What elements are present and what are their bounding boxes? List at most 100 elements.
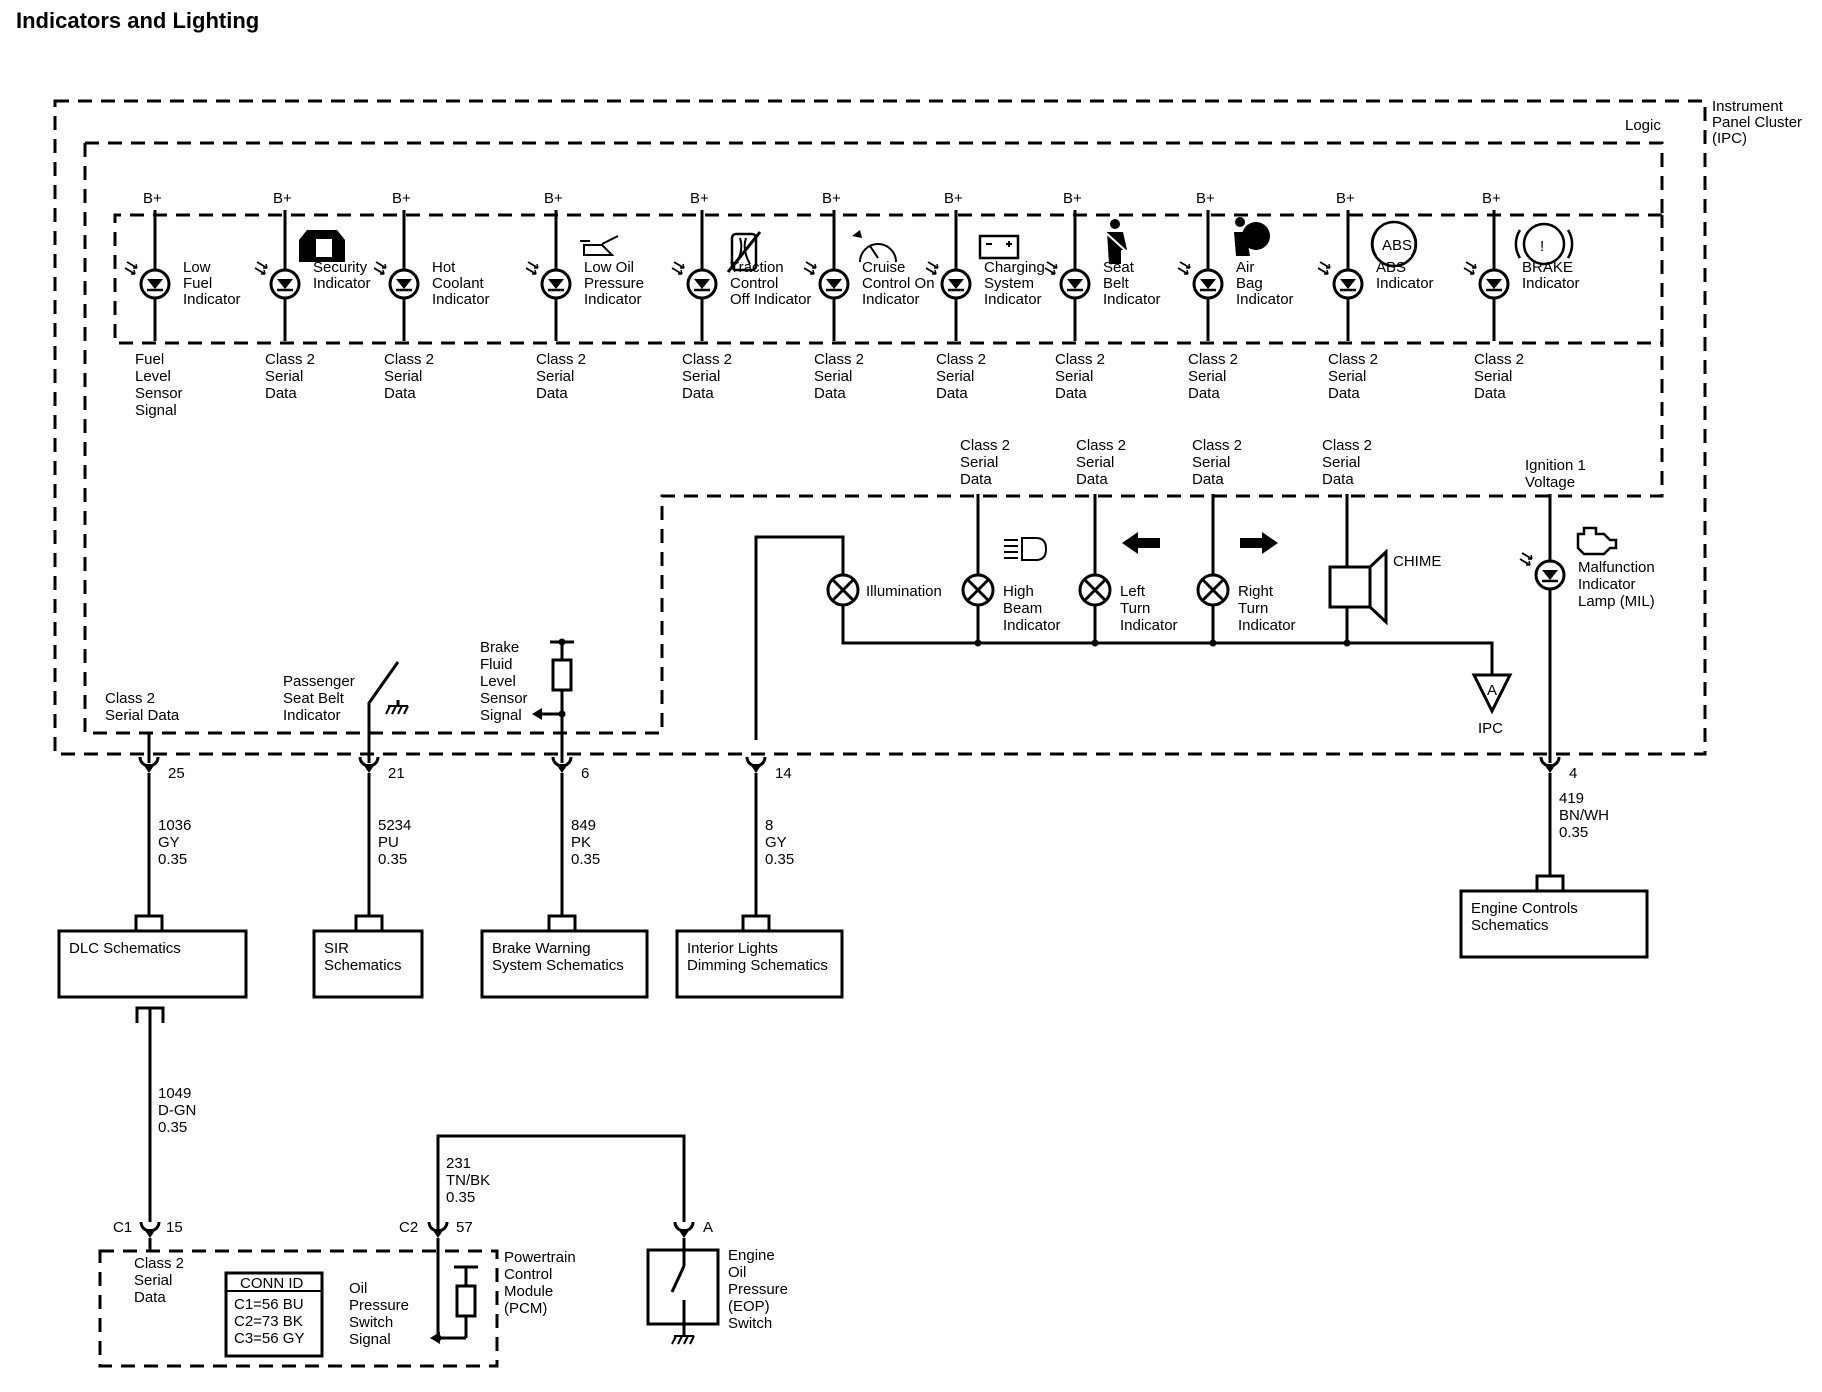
indicator-signal-label: Data <box>682 385 714 402</box>
svg-text:Class 2: Class 2 <box>1192 437 1242 454</box>
illumination-label: Illumination <box>866 583 942 600</box>
indicator-signal-label: Data <box>814 385 846 402</box>
indicator-led <box>1176 260 1224 300</box>
svg-text:231: 231 <box>446 1155 471 1172</box>
svg-text:Class 2: Class 2 <box>960 437 1010 454</box>
mil-label: Malfunction Indicator Lamp (MIL) <box>1578 559 1655 610</box>
indicator-signal-label: Class 2 <box>384 351 434 368</box>
top-indicators: B+LowFuelIndicatorFuelLevelSensorSignalB… <box>123 190 1580 419</box>
high-beam-lamp <box>961 573 995 607</box>
indicator-label: Indicator <box>584 291 642 308</box>
bplus-label: B+ <box>1482 190 1501 207</box>
conn-id-table: CONN ID C1=56 BU C2=73 BK C3=56 GY <box>224 1271 324 1358</box>
battery-icon <box>978 234 1020 260</box>
bplus-label: B+ <box>273 190 292 207</box>
passenger-belt-label: Passenger Seat Belt Indicator <box>283 673 355 724</box>
svg-text:Panel Cluster: Panel Cluster <box>1712 114 1802 131</box>
indicator-label: Belt <box>1103 275 1130 292</box>
destination-box <box>1459 889 1649 959</box>
svg-text:Indicator: Indicator <box>283 707 341 724</box>
indicator-signal-label: Class 2 <box>1474 351 1524 368</box>
svg-text:C2=73 BK: C2=73 BK <box>234 1313 303 1330</box>
wire-label: 849 <box>571 817 596 834</box>
svg-text:Switch: Switch <box>728 1315 772 1332</box>
indicator-signal-label: Serial <box>1474 368 1512 385</box>
passenger-belt-switch <box>367 661 409 763</box>
destination-label: Dimming Schematics <box>687 957 828 974</box>
oil-can-icon <box>580 235 619 256</box>
svg-text:Instrument: Instrument <box>1712 98 1784 115</box>
svg-text:Signal: Signal <box>480 707 522 724</box>
pcm-class2-label: Class 2 Serial Data <box>134 1255 184 1306</box>
logic-boundary <box>83 141 1664 735</box>
ignition-voltage-label: Ignition 1 Voltage <box>1525 457 1586 491</box>
svg-text:CONN ID: CONN ID <box>240 1275 304 1292</box>
indicator-label: Indicator <box>432 291 490 308</box>
svg-text:A: A <box>703 1219 713 1236</box>
svg-text:A: A <box>1487 682 1497 699</box>
indicator-signal-label: Serial <box>1055 368 1093 385</box>
indicator-signal-label: Data <box>536 385 568 402</box>
bplus-label: B+ <box>1336 190 1355 207</box>
svg-text:C1: C1 <box>113 1219 132 1236</box>
chime-speaker-icon <box>1328 548 1388 626</box>
indicator-signal-label: Data <box>1055 385 1087 402</box>
high-beam-icon <box>1004 537 1048 561</box>
destination-label: Interior Lights <box>687 940 778 957</box>
indicator-label: Air <box>1236 259 1254 276</box>
svg-text:Serial: Serial <box>1192 454 1230 471</box>
destination-box <box>312 929 424 999</box>
indicator-signal-label: Signal <box>135 402 177 419</box>
destination-label: DLC Schematics <box>69 940 181 957</box>
left-turn-lamp <box>1078 573 1112 607</box>
eop-label: Engine Oil Pressure (EOP) Switch <box>728 1247 788 1332</box>
indicator-signal-label: Serial <box>682 368 720 385</box>
svg-text:D-GN: D-GN <box>158 1102 196 1119</box>
indicator-label: Indicator <box>1103 291 1161 308</box>
svg-text:Powertrain: Powertrain <box>504 1249 576 1266</box>
oil-signal-label: Oil Pressure Switch Signal <box>349 1280 409 1348</box>
abs-icon-text: ABS <box>1382 237 1412 254</box>
indicator-label: Indicator <box>183 291 241 308</box>
destination-box <box>480 929 649 999</box>
lamp-signal-label: Class 2 Serial Data <box>1322 437 1372 488</box>
indicator-signal-label: Serial <box>814 368 852 385</box>
svg-text:Passenger: Passenger <box>283 673 355 690</box>
svg-text:Data: Data <box>1192 471 1224 488</box>
indicator-led <box>1316 260 1364 300</box>
destination-label: Schematics <box>1471 917 1549 934</box>
svg-text:0.35: 0.35 <box>158 1119 187 1136</box>
svg-text:Malfunction: Malfunction <box>1578 559 1655 576</box>
brake-fluid-label: Brake Fluid Level Sensor Signal <box>480 639 528 724</box>
svg-text:Signal: Signal <box>349 1331 391 1348</box>
indicator-led <box>670 260 718 300</box>
svg-text:Brake: Brake <box>480 639 519 656</box>
wire-label: PU <box>378 834 399 851</box>
wire-label: BN/WH <box>1559 807 1609 824</box>
svg-text:Data: Data <box>134 1289 166 1306</box>
high-beam-label: High Beam Indicator <box>1003 583 1061 634</box>
indicator-label: ABS <box>1376 259 1406 276</box>
indicator-led <box>372 260 420 300</box>
svg-text:Voltage: Voltage <box>1525 474 1575 491</box>
svg-text:Level: Level <box>480 673 516 690</box>
svg-text:0.35: 0.35 <box>446 1189 475 1206</box>
bplus-label: B+ <box>822 190 841 207</box>
svg-text:Beam: Beam <box>1003 600 1042 617</box>
wire-label: PK <box>571 834 591 851</box>
indicator-signal-label: Sensor <box>135 385 183 402</box>
indicator-signal-label: Data <box>384 385 416 402</box>
indicator-signal-label: Class 2 <box>1055 351 1105 368</box>
dlc-pcm-run: 1049 D-GN 0.35 C1 15 <box>113 1006 196 1240</box>
page-title: Indicators and Lighting <box>16 8 260 33</box>
indicator-label: Off Indicator <box>730 291 811 308</box>
svg-text:Fluid: Fluid <box>480 656 513 673</box>
engine-icon <box>1576 526 1618 556</box>
